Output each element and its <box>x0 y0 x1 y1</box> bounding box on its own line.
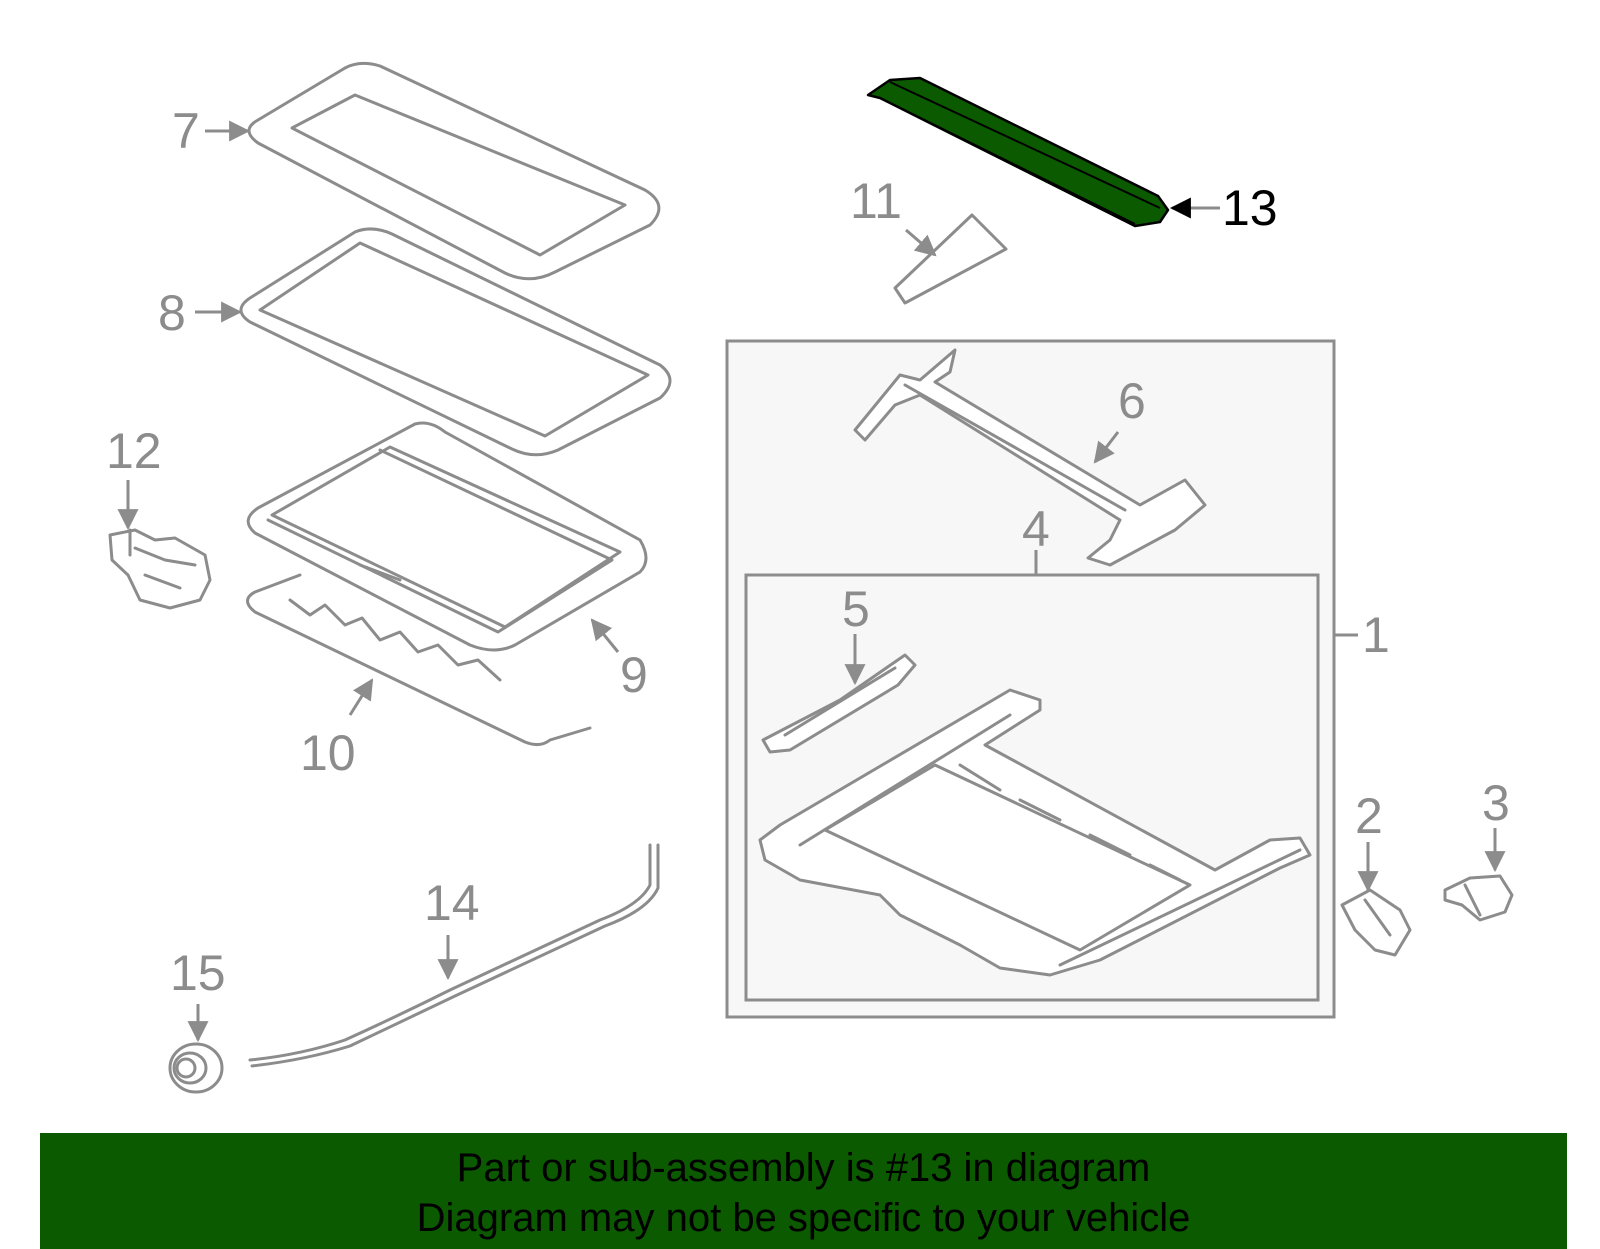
part-3-bracket[interactable] <box>1443 874 1514 922</box>
callout-15: 15 <box>170 945 226 1001</box>
info-banner: Part or sub-assembly is #13 in diagram D… <box>40 1133 1567 1249</box>
part-11-trim[interactable] <box>893 213 1008 305</box>
callout-7: 7 <box>172 103 200 159</box>
part-14-drain-hose[interactable] <box>248 843 660 1068</box>
callout-13: 13 <box>1222 180 1278 236</box>
callout-2: 2 <box>1355 788 1383 844</box>
part-7-glass-panel[interactable] <box>247 61 661 281</box>
callout-4: 4 <box>1022 501 1050 557</box>
callout-1: 1 <box>1362 607 1390 663</box>
callout-12: 12 <box>106 423 162 479</box>
part-15-grommet[interactable] <box>168 1042 224 1094</box>
callout-6: 6 <box>1118 373 1146 429</box>
part-10-rail[interactable] <box>246 573 592 747</box>
part-6-cross-member[interactable] <box>853 348 1207 567</box>
part-9-sunshade-frame[interactable] <box>246 421 648 652</box>
callout-8: 8 <box>158 285 186 341</box>
part-13-deflector[interactable] <box>866 76 1170 228</box>
part-2-bracket[interactable] <box>1340 888 1412 957</box>
callout-9: 9 <box>620 647 648 703</box>
part-8-seal[interactable] <box>239 227 672 457</box>
leader-lines <box>117 120 1506 1043</box>
part-12-motor[interactable] <box>108 528 212 610</box>
part-4-frame[interactable] <box>758 688 1312 977</box>
banner-line-2: Diagram may not be specific to your vehi… <box>416 1196 1191 1240</box>
callout-3: 3 <box>1482 775 1510 831</box>
banner-line-1: Part or sub-assembly is #13 in diagram <box>456 1146 1151 1190</box>
callout-5: 5 <box>842 581 870 637</box>
callout-11: 11 <box>850 173 902 229</box>
callout-10: 10 <box>300 725 356 781</box>
part-5-rail-bracket[interactable] <box>761 653 917 754</box>
callout-14: 14 <box>424 875 480 931</box>
